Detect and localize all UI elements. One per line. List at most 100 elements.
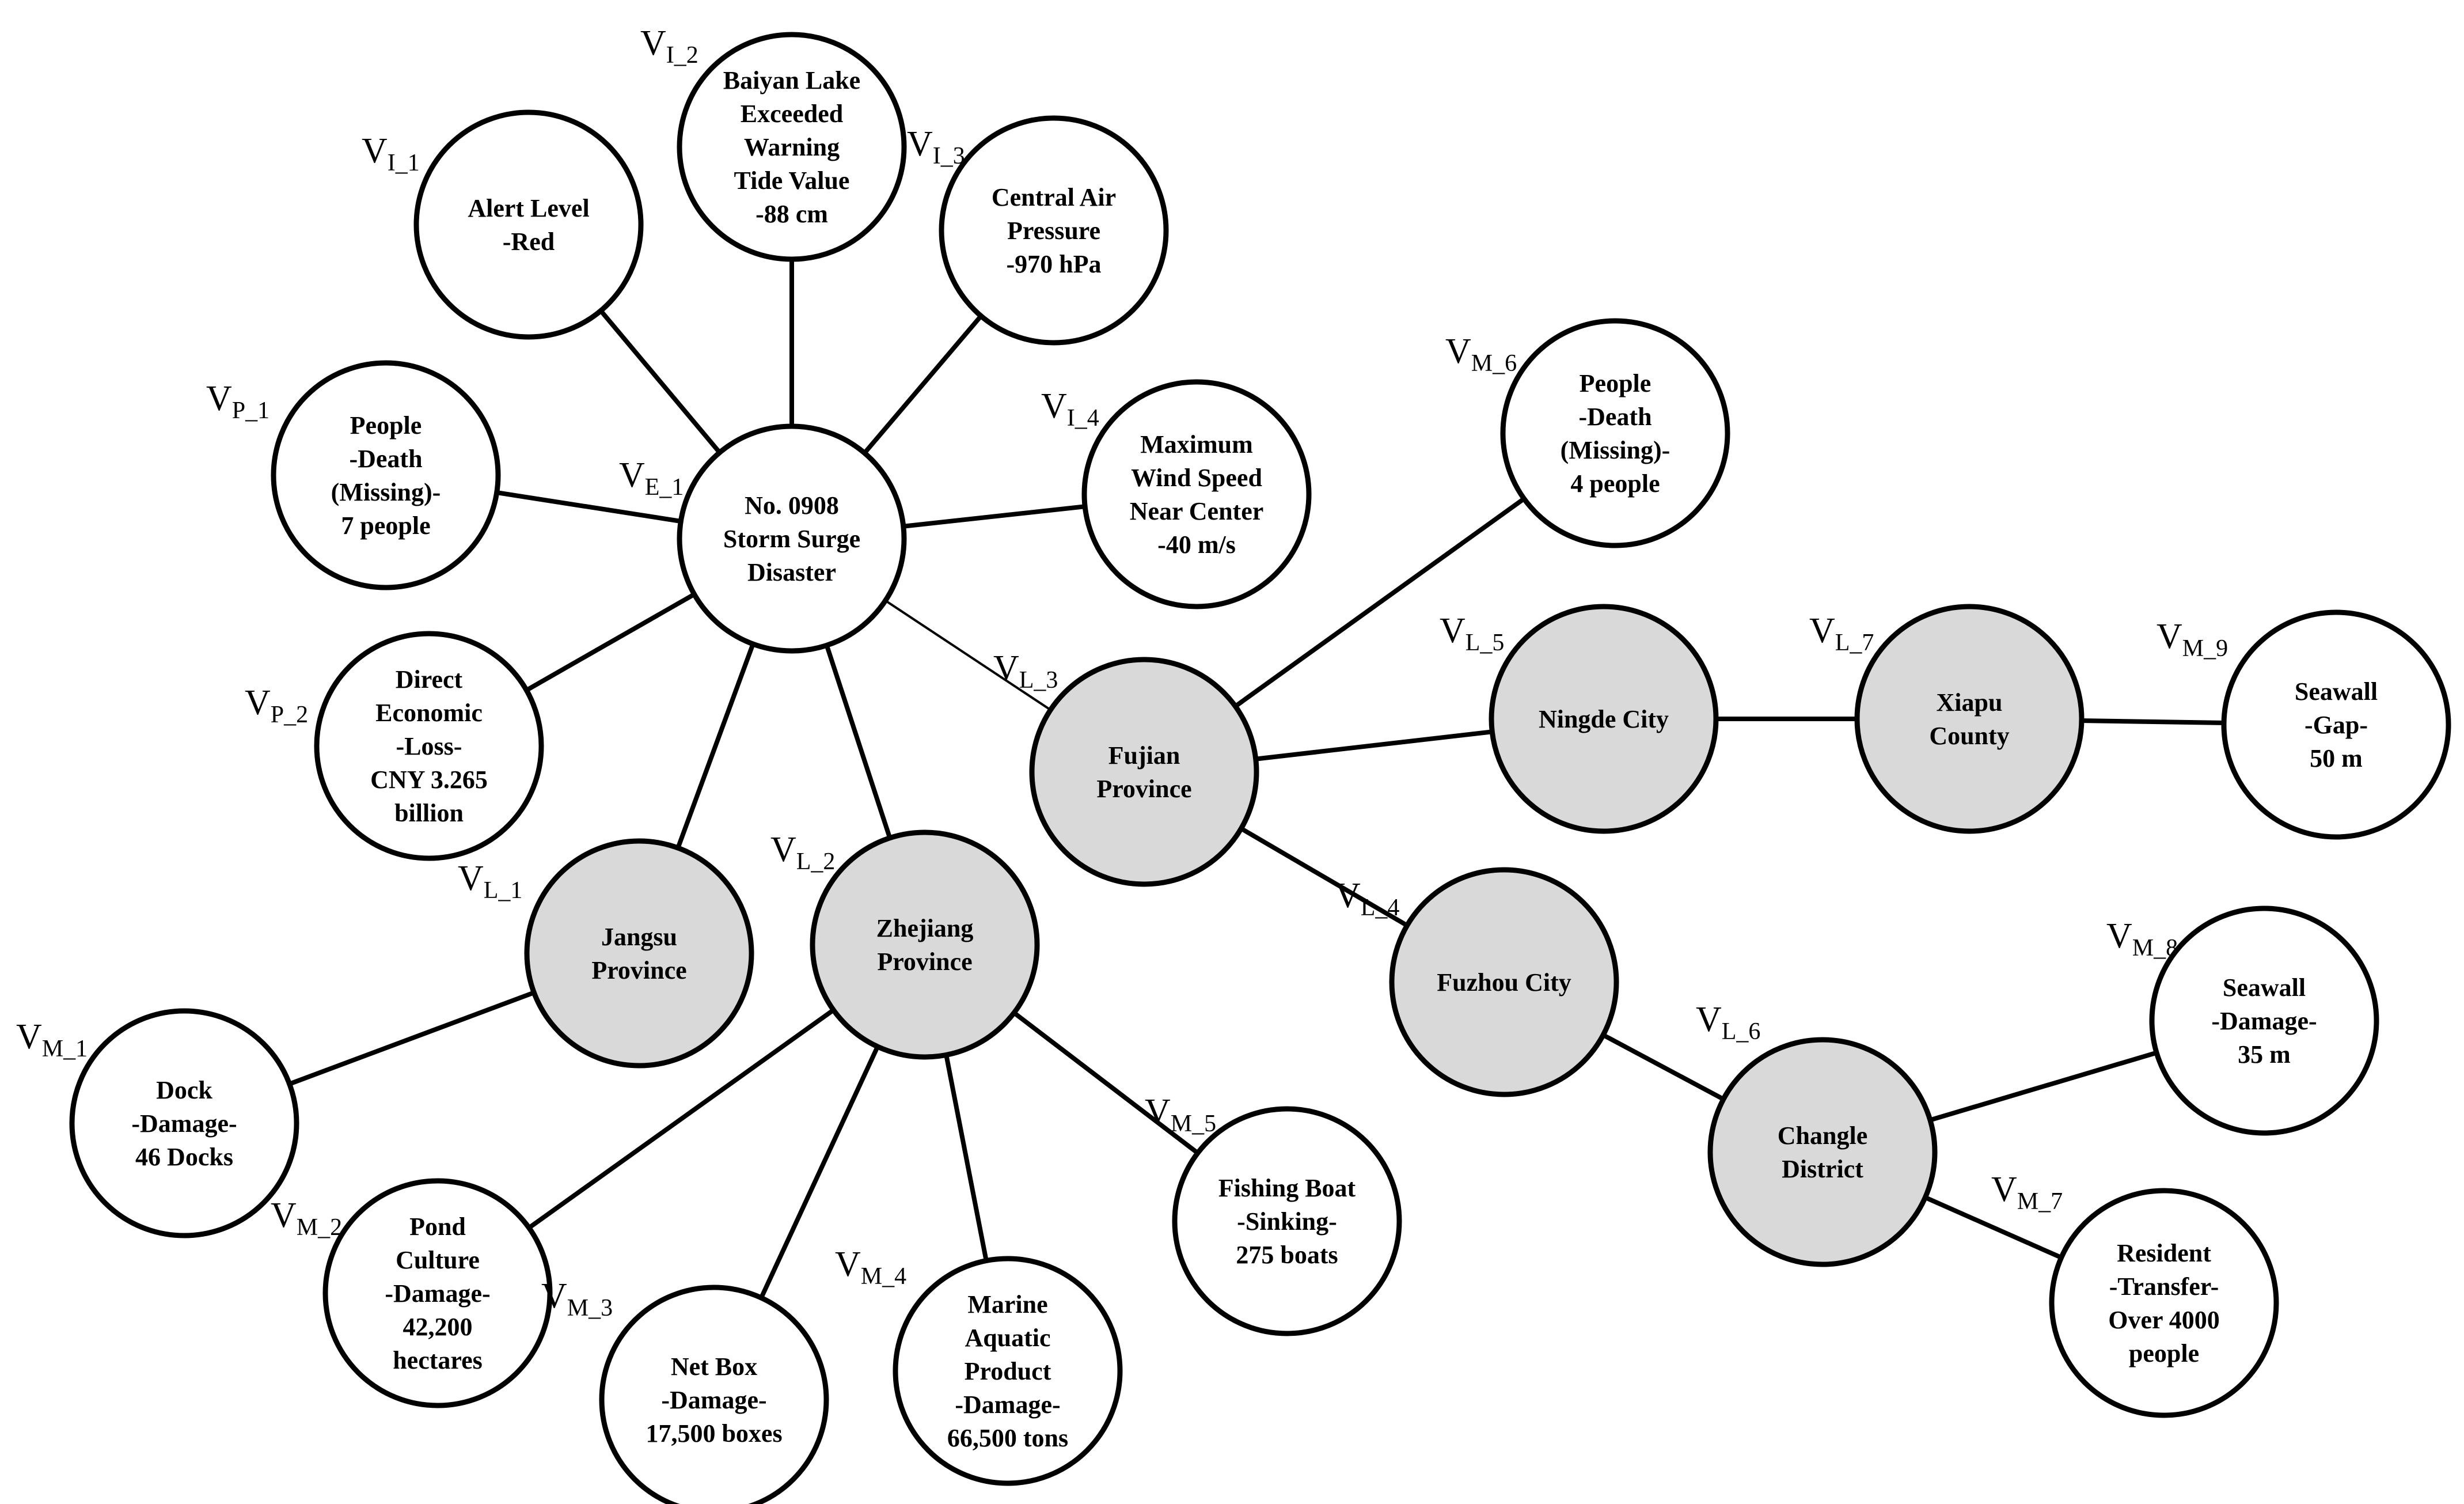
node-text-line: Net Box <box>671 1353 757 1381</box>
node-text-line: Province <box>877 948 972 976</box>
vertex-label-main: V <box>1335 876 1361 915</box>
vertex-label-l-6: VL_6 <box>1696 1000 1760 1045</box>
node-circle <box>413 109 644 340</box>
node-m-5[interactable]: Fishing Boat-Sinking-275 boats <box>1172 1106 1402 1336</box>
node-text: Fishing Boat-Sinking-275 boats <box>1218 1174 1356 1269</box>
node-text: Resident -Transfer- Over 4000 people <box>2108 1239 2220 1367</box>
node-text-line: people <box>2129 1339 2199 1367</box>
node-text-line: 46 Docks <box>135 1143 233 1171</box>
node-m-8[interactable]: Seawall-Damage-35 m <box>2149 906 2379 1136</box>
node-text-line: Central Air <box>992 183 1116 211</box>
node-circle <box>677 32 907 262</box>
node-circle <box>322 1178 553 1408</box>
vertex-label-main: V <box>770 830 796 869</box>
node-circle <box>1172 1106 1402 1336</box>
vertex-label-sub: I_4 <box>1067 405 1099 431</box>
node-text: People-Death(Missing)-4 people <box>1561 369 1670 498</box>
vertex-label-main: V <box>1696 1000 1722 1039</box>
node-m-3[interactable]: Net Box-Damage-17,500 boxes <box>599 1285 829 1504</box>
node-text-line: Alert Level <box>468 194 589 222</box>
node-m-9[interactable]: Seawall-Gap-50 m <box>2221 609 2451 840</box>
node-text-line: Province <box>1096 775 1191 803</box>
node-p-1[interactable]: People-Death(Missing)-7 people <box>271 360 501 590</box>
node-circle <box>677 423 907 654</box>
node-text-line: Aquatic <box>965 1324 1050 1352</box>
node-text-line: Tide Value <box>734 166 850 195</box>
node-text-line: District <box>1782 1155 1863 1183</box>
node-text-line: -Damage- <box>131 1109 237 1138</box>
node-text-line: Maximum <box>1140 430 1253 459</box>
vertex-label-i-2: VI_2 <box>640 24 698 69</box>
node-text-line: -Sinking- <box>1237 1207 1337 1236</box>
node-text-line: Culture <box>396 1246 480 1274</box>
vertex-label-i-4: VI_4 <box>1041 387 1099 431</box>
node-text-line: County <box>1929 722 2009 750</box>
node-text-line: -Damage- <box>2211 1007 2317 1035</box>
node-text-line: Resident <box>2117 1239 2211 1267</box>
node-text-line: -40 m/s <box>1157 531 1236 559</box>
node-circle <box>810 829 1040 1060</box>
node-text-line: 17,500 boxes <box>646 1419 782 1448</box>
vertex-label-main: V <box>541 1276 567 1316</box>
node-text-line: Ningde City <box>1539 705 1669 733</box>
vertex-label-sub: E_1 <box>645 474 684 501</box>
vertex-label-main: V <box>2157 617 2182 656</box>
vertex-label-l-3: VL_3 <box>993 649 1058 694</box>
node-text-line: Fujian <box>1108 741 1180 770</box>
vertex-label-sub: M_4 <box>861 1263 906 1290</box>
node-text-line: -Transfer- <box>2109 1272 2219 1301</box>
node-l-5[interactable]: Ningde City <box>1489 604 1719 834</box>
node-text-line: Near Center <box>1130 497 1264 525</box>
node-circle <box>1854 604 2085 834</box>
node-text-line: 50 m <box>2310 744 2363 772</box>
node-circle <box>2149 906 2379 1136</box>
node-text-line: CNY 3.265 <box>370 766 488 794</box>
node-text-line: 4 people <box>1570 469 1660 498</box>
node-circle <box>271 360 501 590</box>
node-circle <box>1081 379 1312 609</box>
node-text-line: -Gap- <box>2304 711 2368 739</box>
vertex-label-sub: P_2 <box>271 702 308 728</box>
vertex-label-sub: M_7 <box>2017 1188 2063 1215</box>
vertex-label-i-1: VI_1 <box>362 131 420 176</box>
node-text-line: 35 m <box>2238 1040 2291 1069</box>
node-text-line: (Missing)- <box>331 478 441 506</box>
node-l-4[interactable]: Fuzhou City <box>1389 867 1619 1097</box>
node-i-1[interactable]: Alert Level-Red <box>413 109 644 340</box>
vertex-label-l-2: VL_2 <box>770 830 835 875</box>
node-text-line: Over 4000 <box>2108 1306 2220 1334</box>
node-m-1[interactable]: Dock-Damage-46 Docks <box>69 1008 299 1238</box>
vertex-label-main: V <box>1809 611 1835 650</box>
node-m-6[interactable]: People-Death(Missing)-4 people <box>1500 318 1730 548</box>
node-text-line: Exceeded <box>741 100 843 128</box>
node-m-7[interactable]: Resident -Transfer- Over 4000 people <box>2049 1188 2279 1418</box>
vertex-label-m-4: VM_4 <box>835 1245 906 1290</box>
vertex-label-sub: M_3 <box>567 1295 613 1321</box>
node-circle <box>524 838 754 1069</box>
node-text: People-Death(Missing)-7 people <box>331 411 441 540</box>
node-text: Ningde City <box>1539 705 1669 733</box>
node-text-line: Product <box>965 1357 1051 1385</box>
vertex-label-m-8: VM_8 <box>2106 916 2178 961</box>
vertex-label-sub: P_1 <box>232 397 269 424</box>
node-text-line: Jangsu <box>601 923 677 951</box>
node-circle <box>2049 1188 2279 1418</box>
